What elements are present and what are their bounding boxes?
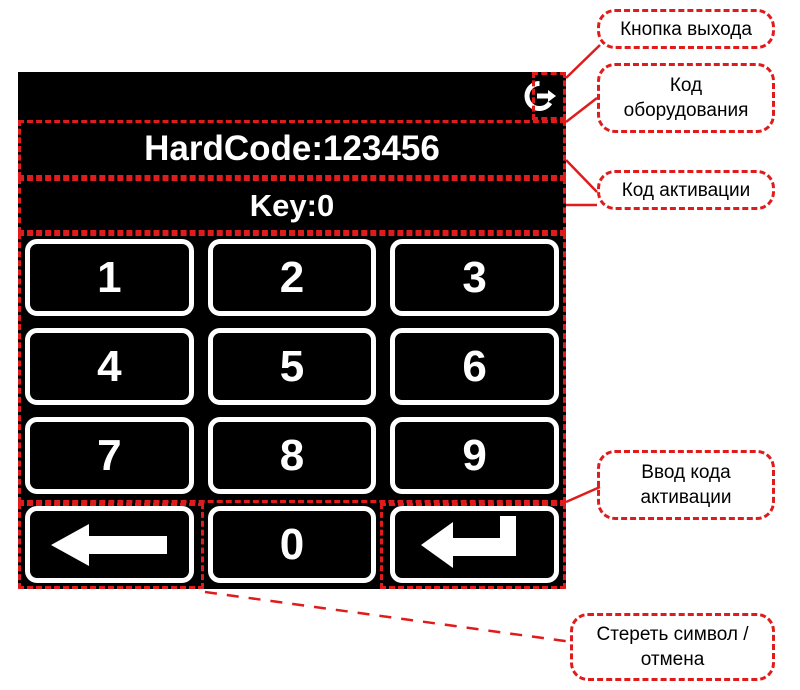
key-label: 9 — [462, 430, 487, 480]
key-8[interactable]: 8 — [207, 417, 377, 494]
key-label: 7 — [97, 430, 122, 480]
key-6[interactable]: 6 — [390, 328, 559, 405]
activation-key-display: Key:0 — [18, 178, 566, 233]
callout-text: Стереть символ / отмена — [596, 622, 748, 672]
callout-erase-cancel: Стереть символ / отмена — [570, 613, 775, 681]
key-label: 3 — [462, 252, 487, 302]
key-label: 2 — [279, 252, 305, 302]
exit-button[interactable] — [520, 76, 560, 116]
backspace-arrow-icon — [51, 522, 168, 568]
callout-text-line1: Код — [669, 75, 703, 96]
key-label: 8 — [279, 430, 305, 480]
enter-arrow-icon — [420, 515, 529, 574]
callout-text-line2: отмена — [640, 649, 705, 670]
key-5[interactable]: 5 — [207, 328, 377, 405]
key-0[interactable]: 0 — [207, 506, 377, 583]
callout-text-line2: оборудования — [623, 100, 749, 121]
key-2[interactable]: 2 — [207, 239, 377, 316]
device-screen-panel: HardCode:123456 Key:0 1 2 3 4 5 6 7 8 9 … — [18, 72, 566, 589]
leader-exit — [565, 44, 601, 79]
key-enter[interactable] — [390, 506, 559, 583]
callout-text: Кнопка выхода — [620, 18, 752, 40]
hardware-code-value: HardCode:123456 — [144, 129, 440, 168]
callout-hardware-code: Код оборудования — [597, 63, 775, 133]
exit-arrow-icon — [523, 79, 557, 113]
leader-input — [565, 485, 601, 504]
callout-text: Ввод кода активации — [641, 460, 732, 510]
screen-titlebar — [18, 72, 566, 120]
callout-text: Код оборудования — [624, 73, 749, 123]
callout-activation-code: Код активации — [597, 170, 775, 210]
callout-text-line1: Ввод кода — [641, 462, 731, 483]
key-1[interactable]: 1 — [25, 239, 194, 316]
key-9[interactable]: 9 — [390, 417, 559, 494]
key-label: 1 — [97, 252, 122, 302]
key-backspace[interactable] — [25, 506, 194, 583]
key-7[interactable]: 7 — [25, 417, 194, 494]
leader-hardcode-2 — [565, 159, 598, 193]
key-label: 0 — [279, 519, 305, 569]
numeric-keypad: 1 2 3 4 5 6 7 8 9 0 — [18, 233, 566, 589]
callout-text-line1: Стереть символ / — [596, 624, 749, 645]
key-label: 6 — [462, 341, 487, 391]
callout-text-line2: активации — [640, 487, 732, 508]
hardware-code-display: HardCode:123456 — [18, 120, 566, 178]
key-label: 5 — [279, 341, 305, 391]
callout-exit-button: Кнопка выхода — [597, 9, 775, 49]
key-4[interactable]: 4 — [25, 328, 194, 405]
callout-activation-input: Ввод кода активации — [597, 450, 775, 520]
leader-hardcode — [565, 97, 598, 123]
key-3[interactable]: 3 — [390, 239, 559, 316]
activation-key-value: Key:0 — [249, 187, 335, 223]
key-label: 4 — [97, 341, 122, 391]
callout-text: Код активации — [621, 179, 751, 201]
leader-erase — [204, 590, 573, 644]
